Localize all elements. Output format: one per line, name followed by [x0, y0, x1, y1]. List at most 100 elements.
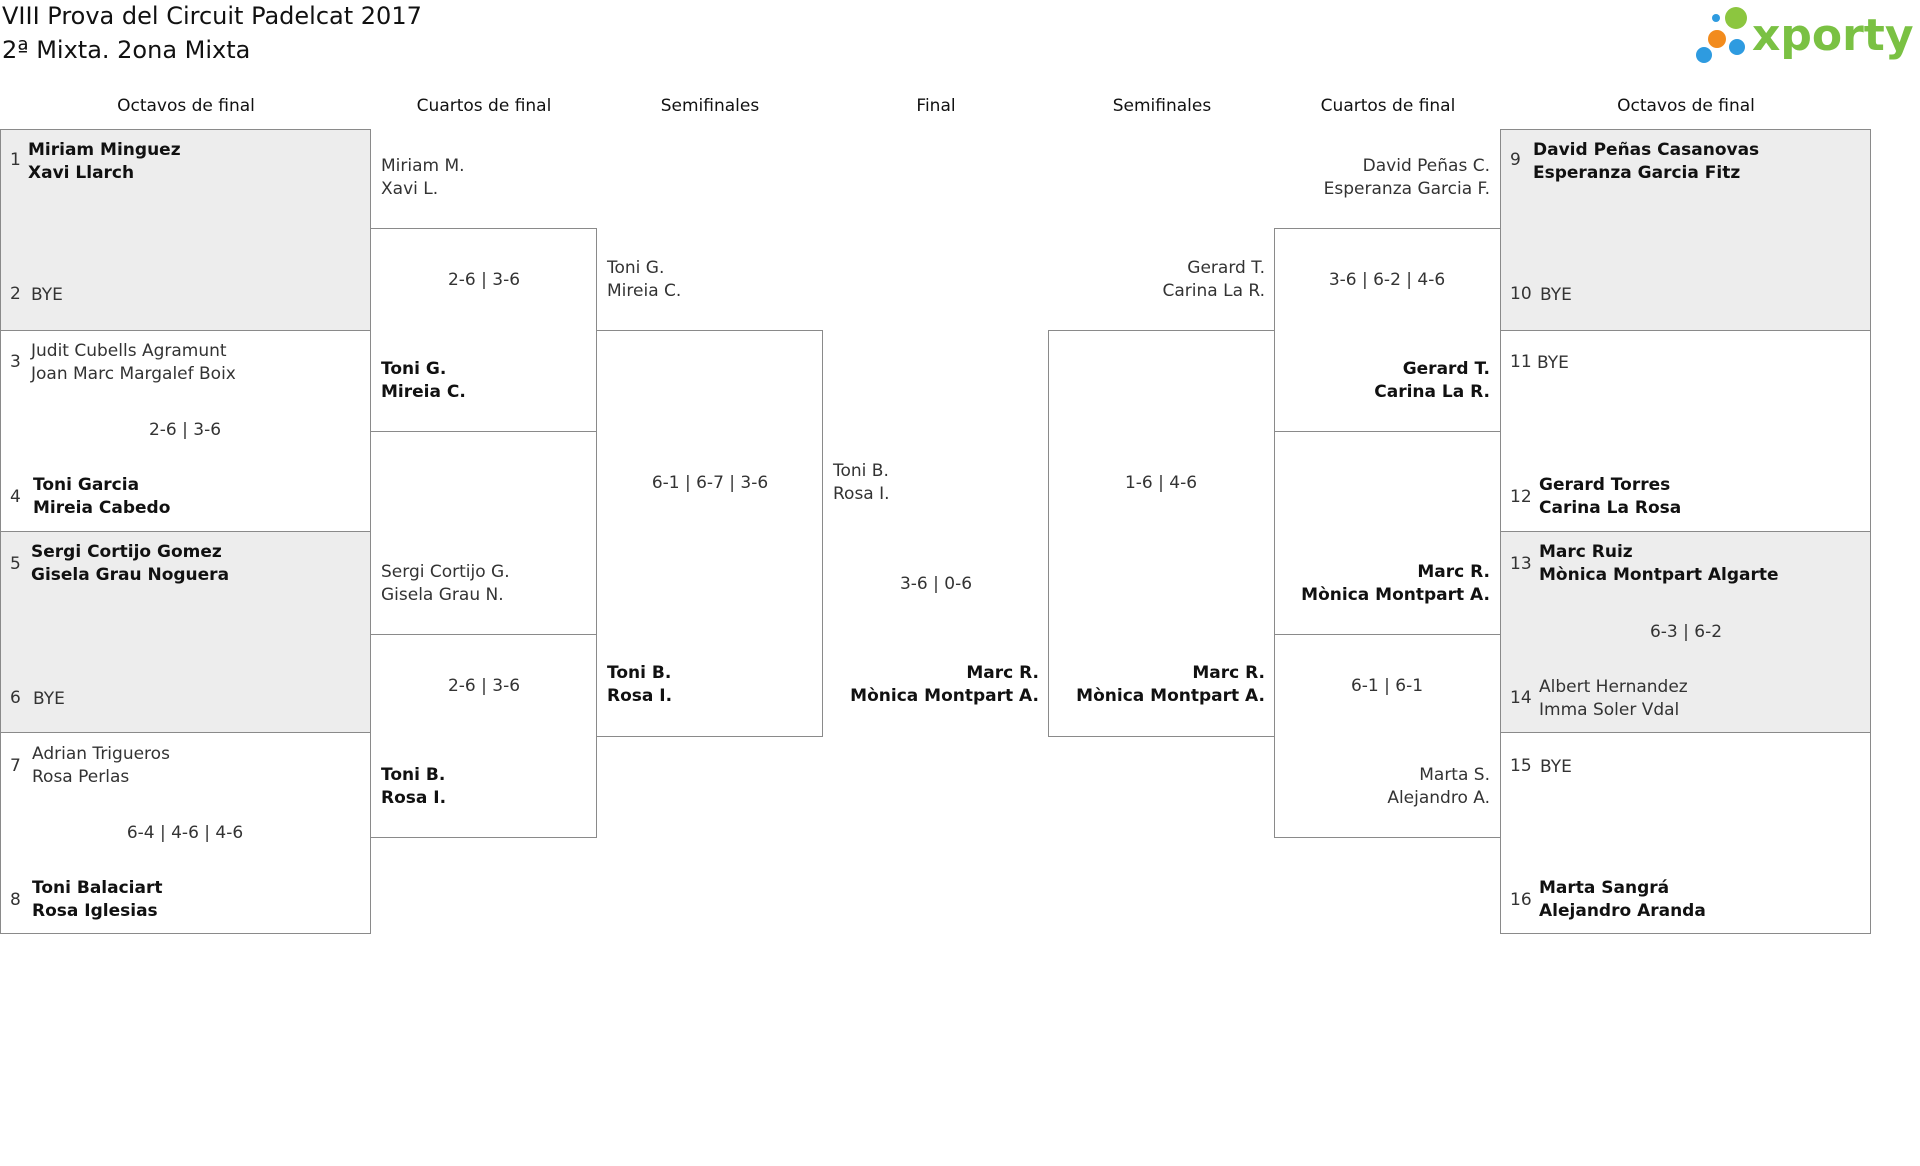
team-player: BYE	[1540, 757, 1572, 777]
team-player: Miriam M.	[381, 156, 465, 176]
team-player: Toni B.	[607, 663, 672, 683]
team-player: Toni B.	[833, 461, 889, 481]
match-box-left-r16-1[interactable]	[0, 129, 371, 331]
final-score: 3-6 | 0-6	[899, 574, 973, 594]
seed-number: 2	[10, 284, 21, 304]
team-player: Marta Sangrá	[1539, 878, 1670, 898]
team-player: Mònica Montpart A.	[1076, 686, 1265, 706]
team-player: Xavi Llarch	[28, 163, 135, 183]
match-score: 2-6 | 3-6	[148, 420, 222, 440]
team-player: Mireia C.	[607, 281, 682, 301]
team-player: Mònica Montpart A.	[1301, 585, 1490, 605]
team-player: Xavi L.	[381, 179, 439, 199]
team-player: Mireia C.	[381, 382, 466, 402]
team-player: Marc R.	[1192, 663, 1265, 683]
team-player: David Peñas C.	[1362, 156, 1490, 176]
seed-number: 7	[10, 756, 21, 776]
team-player: Esperanza Garcia Fitz	[1533, 163, 1741, 183]
team-player: David Peñas Casanovas	[1533, 140, 1760, 160]
team-player: Gisela Grau Noguera	[31, 565, 230, 585]
seed-number: 14	[1510, 688, 1532, 708]
team-player: Toni G.	[381, 359, 447, 379]
seed-number: 11	[1510, 352, 1532, 372]
team-player: Alejandro Aranda	[1539, 901, 1706, 921]
logo-dot-blue	[1729, 39, 1745, 55]
team-player: Mireia Cabedo	[33, 498, 171, 518]
team-player: Adrian Trigueros	[32, 744, 170, 764]
team-player: Sergi Cortijo G.	[381, 562, 510, 582]
team-player: Carina La Rosa	[1539, 498, 1682, 518]
match-box-right-r16-4[interactable]	[1500, 732, 1871, 934]
team-player: Gerard T.	[1402, 359, 1490, 379]
match-score: 1-6 | 4-6	[1124, 473, 1198, 493]
team-player: Miriam Minguez	[28, 140, 181, 160]
team-player: Rosa Iglesias	[32, 901, 158, 921]
xporty-logo[interactable]: xporty	[1690, 0, 1920, 72]
team-player: Toni Garcia	[33, 475, 140, 495]
header-right-sf: Semifinales	[1112, 96, 1212, 116]
team-player: Toni G.	[607, 258, 665, 278]
team-player: Rosa Perlas	[32, 767, 130, 787]
match-box-left-r16-3[interactable]	[0, 531, 371, 733]
team-player: Toni B.	[381, 765, 446, 785]
seed-number: 4	[10, 487, 21, 507]
seed-number: 5	[10, 554, 21, 574]
team-player: Imma Soler Vdal	[1539, 700, 1680, 720]
header-left-r16: Octavos de final	[117, 96, 255, 116]
team-player: Albert Hernandez	[1539, 677, 1688, 697]
seed-number: 6	[10, 688, 21, 708]
team-player: BYE	[33, 689, 65, 709]
team-player: Mònica Montpart A.	[850, 686, 1039, 706]
tournament-title: VIII Prova del Circuit Padelcat 2017	[2, 2, 422, 30]
seed-number: 10	[1510, 284, 1532, 304]
seed-number: 13	[1510, 554, 1532, 574]
team-player: Carina La R.	[1162, 281, 1266, 301]
match-box-right-r16-1[interactable]	[1500, 129, 1871, 331]
header-right-r16: Octavos de final	[1617, 96, 1755, 116]
header-final: Final	[916, 96, 956, 116]
team-player: Carina La R.	[1374, 382, 1490, 402]
logo-dot-tiny	[1712, 14, 1720, 22]
team-player: Esperanza Garcia F.	[1323, 179, 1490, 199]
seed-number: 1	[10, 150, 21, 170]
team-player: Marta S.	[1419, 765, 1490, 785]
team-player: Toni Balaciart	[32, 878, 163, 898]
team-player: Rosa I.	[607, 686, 673, 706]
match-score: 2-6 | 3-6	[447, 676, 521, 696]
match-score: 2-6 | 3-6	[447, 270, 521, 290]
team-player: Gerard T.	[1187, 258, 1265, 278]
match-box-right-sf[interactable]	[1048, 330, 1275, 737]
header-left-qf: Cuartos de final	[416, 96, 552, 116]
team-player: Gisela Grau N.	[381, 585, 504, 605]
team-player: Rosa I.	[381, 788, 447, 808]
team-player: Mònica Montpart Algarte	[1539, 565, 1779, 585]
team-player: Joan Marc Margalef Boix	[31, 364, 236, 384]
team-player: Marc R.	[966, 663, 1039, 683]
match-score: 6-1 | 6-1	[1350, 676, 1424, 696]
team-player: Sergi Cortijo Gomez	[31, 542, 222, 562]
team-player: BYE	[1540, 285, 1572, 305]
match-score: 6-4 | 4-6 | 4-6	[126, 823, 244, 843]
logo-dot-blue-small	[1696, 47, 1712, 63]
tournament-category: 2ª Mixta. 2ona Mixta	[2, 36, 251, 64]
team-player: Judit Cubells Agramunt	[31, 341, 227, 361]
header-right-qf: Cuartos de final	[1320, 96, 1456, 116]
seed-number: 15	[1510, 756, 1532, 776]
team-player: Alejandro A.	[1387, 788, 1490, 808]
xporty-logo-mark: xporty	[1696, 7, 1914, 63]
team-player: Marc R.	[1417, 562, 1490, 582]
match-score: 3-6 | 6-2 | 4-6	[1328, 270, 1446, 290]
header-left-sf: Semifinales	[660, 96, 760, 116]
logo-text: xporty	[1752, 10, 1914, 61]
team-player: BYE	[1537, 353, 1569, 373]
team-player: BYE	[31, 285, 63, 305]
seed-number: 16	[1510, 890, 1532, 910]
seed-number: 9	[1510, 150, 1521, 170]
match-box-left-sf[interactable]	[596, 330, 823, 737]
seed-number: 12	[1510, 487, 1532, 507]
match-score: 6-1 | 6-7 | 3-6	[651, 473, 769, 493]
logo-dot-green	[1725, 7, 1747, 29]
team-player: Marc Ruiz	[1539, 542, 1633, 562]
match-score: 6-3 | 6-2	[1649, 622, 1723, 642]
seed-number: 3	[10, 352, 21, 372]
